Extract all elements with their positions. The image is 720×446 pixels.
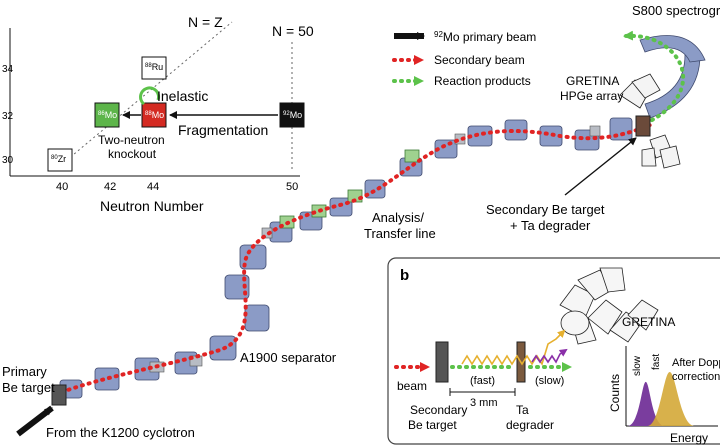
inset-slow-label: (slow) (535, 375, 564, 387)
primary-target-label-line2: Be target (2, 380, 55, 395)
nuclide-mo92-label: 92Mo (283, 110, 302, 120)
inset-degrader-label-line2: degrader (506, 418, 554, 432)
spectrum-fast-label: fast (651, 354, 662, 370)
n-50-label: N = 50 (272, 23, 314, 39)
analysis-label-line2: Transfer line (364, 226, 436, 241)
inset-fast-label: (fast) (470, 375, 495, 387)
nuclide-ru88-label: 88Ru (145, 62, 163, 72)
y-tick-30: 30 (2, 155, 14, 166)
nuclide-zr80-label: 80Zr (51, 154, 66, 164)
knockout-label-line1: Two-neutron (98, 133, 165, 147)
a1900-label: A1900 separator (240, 350, 337, 365)
inelastic-loop-icon (139, 86, 161, 106)
n-equals-z-line (54, 21, 233, 171)
secondary-beam-path (60, 123, 652, 394)
knockout-label-line2: knockout (108, 147, 157, 161)
x-tick-40: 40 (56, 181, 68, 193)
gretina-label-line1: GRETINA (566, 74, 619, 88)
legend-primary-label: 92Mo primary beam (434, 30, 536, 44)
gretina-detector-icon (619, 73, 681, 169)
analysis-label-line1: Analysis/ (372, 210, 424, 225)
nuclear-chart: 34 32 30 40 42 44 50 Neutron Number N = … (2, 14, 314, 214)
x-axis-label: Neutron Number (100, 198, 204, 214)
fragmentation-label: Fragmentation (178, 122, 268, 138)
nuclide-ru88 (141, 56, 167, 80)
panel-letter: b (400, 267, 409, 284)
primary-target-block (51, 384, 67, 406)
legend-products-label: Reaction products (434, 74, 531, 88)
legend: 92Mo primary beam Secondary beam Reactio… (392, 30, 536, 88)
spectrum-slow-peak (628, 381, 664, 426)
secondary-target-pointer (564, 137, 637, 196)
inset-gamma-yellow (461, 329, 566, 366)
x-tick-50: 50 (286, 181, 298, 193)
secondary-target-label-line2: + Ta degrader (510, 218, 591, 233)
secondary-target-label-line1: Secondary Be target (486, 202, 605, 217)
inset-target-label-line1: Secondary (410, 403, 467, 417)
spectrum-energy-label: Energy (670, 431, 708, 445)
primary-beam-arrow (16, 405, 54, 437)
spectrum-after-label-line1: After Doppler (672, 357, 720, 369)
spectrum-counts-label: Counts (608, 374, 622, 412)
gretina-label-line2: HPGe array (560, 89, 623, 103)
inset-gretina-icon (559, 267, 659, 345)
inset-target-label-line2: Be target (408, 418, 457, 432)
y-tick-34: 34 (2, 64, 14, 75)
inset-panel-b: b GRETINA beam (fast) (slow) 3 mm (387, 257, 720, 445)
s800-label: S800 spectrograph (632, 3, 720, 18)
x-tick-42: 42 (104, 181, 116, 193)
x-tick-44: 44 (147, 181, 159, 193)
spectrum-fast-peak (648, 371, 694, 426)
nuclide-mo88 (141, 102, 167, 128)
primary-target-label-line1: Primary (2, 364, 47, 379)
spectrum-after-label-line2: correction (672, 371, 720, 383)
beamline-magnets (59, 35, 706, 399)
nuclide-mo86-label: 86Mo (98, 110, 117, 120)
n-equals-z-label: N = Z (188, 14, 223, 30)
secondary-target-block (635, 115, 651, 137)
nuclide-mo92 (279, 102, 305, 128)
inset-gamma-purple (531, 348, 568, 364)
inset-beam-label: beam (397, 379, 427, 393)
inelastic-label: Inelastic (157, 88, 208, 104)
inset-distance-label: 3 mm (470, 397, 498, 409)
inset-degrader-label-line1: Ta (516, 403, 529, 417)
nuclide-mo86 (94, 102, 120, 128)
cyclotron-label: From the K1200 cyclotron (46, 425, 195, 440)
inset-frame (387, 257, 720, 445)
inset-gretina-label: GRETINA (622, 315, 675, 329)
inset-be-target (435, 341, 449, 383)
spectrum-slow-label: slow (632, 355, 643, 376)
nuclide-mo88-label: 88Mo (145, 110, 164, 120)
reaction-products-path (623, 30, 686, 122)
nuclide-zr80 (47, 148, 73, 172)
y-tick-32: 32 (2, 111, 14, 122)
legend-secondary-label: Secondary beam (434, 53, 525, 67)
